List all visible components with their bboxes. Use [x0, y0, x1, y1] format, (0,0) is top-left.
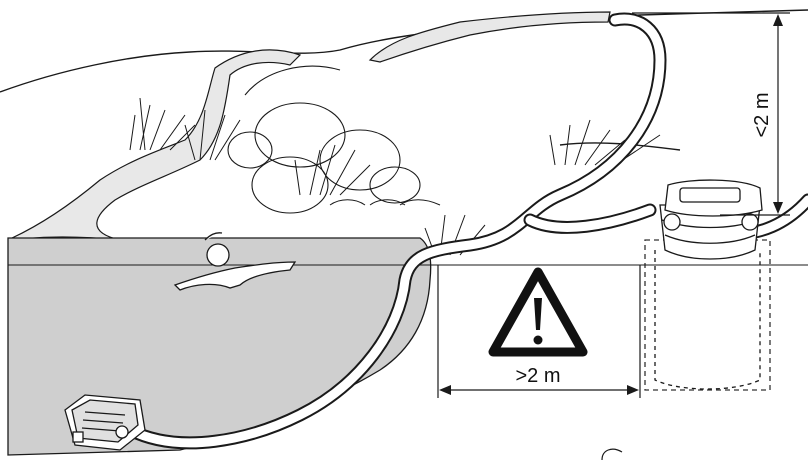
horizontal-dimension: [437, 265, 641, 398]
vertical-dimension: [632, 12, 790, 216]
horizontal-dimension-label: >2 m: [515, 365, 560, 387]
hill-background: [0, 9, 808, 151]
edge-mark: [601, 448, 623, 460]
warning-triangle-icon: [488, 267, 588, 357]
plants: [129, 97, 661, 256]
pond-pump: [64, 394, 146, 451]
swimmer-figure: [173, 232, 297, 291]
rocks: [227, 65, 421, 214]
stream: [11, 11, 611, 241]
pressure-filter: [644, 179, 771, 391]
vertical-dimension-label: <2 m: [751, 92, 773, 137]
